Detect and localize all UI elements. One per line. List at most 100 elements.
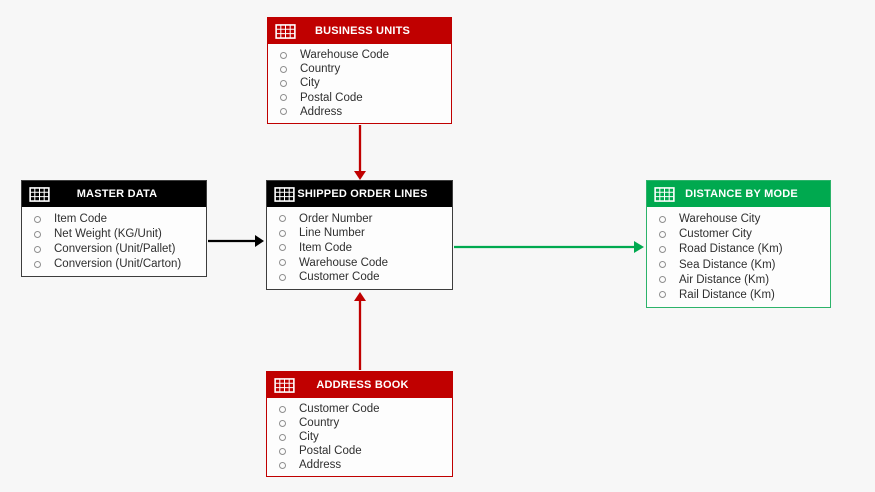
arrow-business-units-to-shipped-order-lines: [354, 125, 366, 180]
bullet-icon: [659, 230, 666, 238]
table-icon: [29, 186, 50, 202]
bullet-icon: [659, 245, 666, 253]
field-row: Warehouse City: [647, 213, 830, 225]
entity-field-list: Customer Code Country City Postal Code A…: [267, 398, 452, 476]
arrow-address-book-to-shipped-order-lines: [354, 292, 366, 370]
bullet-icon: [280, 65, 287, 73]
field-label: Item Code: [299, 241, 353, 254]
field-row: Air Distance (Km): [647, 274, 830, 286]
field-label: Address: [300, 105, 343, 118]
bullet-icon: [280, 79, 287, 87]
field-label: Conversion (Unit/Pallet): [54, 243, 176, 255]
field-label: Item Code: [54, 213, 108, 225]
bullet-icon: [279, 405, 286, 413]
bullet-icon: [279, 419, 286, 427]
field-row: Address: [268, 106, 451, 118]
bullet-icon: [279, 433, 286, 441]
arrow-master-data-to-shipped-order-lines: [208, 235, 264, 247]
field-label: Postal Code: [299, 445, 362, 457]
field-label: Customer City: [679, 228, 752, 241]
entity-address-book: ADDRESS BOOK Customer Code Country City …: [266, 371, 453, 477]
entity-title: SHIPPED ORDER LINES: [297, 188, 428, 200]
field-label: Air Distance (Km): [679, 273, 770, 286]
entity-title: DISTANCE BY MODE: [685, 188, 798, 200]
table-icon: [654, 186, 675, 202]
field-row: Line Number: [267, 227, 452, 239]
entity-shipped-order-lines: SHIPPED ORDER LINES Order Number Line Nu…: [266, 180, 453, 290]
bullet-icon: [279, 259, 286, 267]
entity-business-units: BUSINESS UNITS Warehouse Code Country Ci…: [267, 17, 452, 124]
entity-title: BUSINESS UNITS: [314, 25, 411, 37]
table-icon: [274, 186, 295, 202]
field-row: Item Code: [22, 213, 206, 225]
field-row: Warehouse Code: [267, 257, 452, 269]
field-row: Country: [268, 63, 451, 75]
field-row: Customer Code: [267, 403, 452, 415]
field-row: Customer City: [647, 228, 830, 240]
entity-master-data: MASTER DATA Item Code Net Weight (KG/Uni…: [21, 180, 207, 277]
field-row: Address: [267, 459, 452, 471]
field-label: Conversion (Unit/Carton): [54, 258, 182, 270]
entity-header: ADDRESS BOOK: [267, 372, 452, 398]
bullet-icon: [280, 94, 287, 102]
field-label: Customer Code: [299, 271, 380, 284]
bullet-icon: [279, 215, 286, 223]
entity-header: DISTANCE BY MODE: [647, 181, 830, 207]
field-label: Country: [299, 417, 340, 429]
table-icon: [275, 23, 296, 39]
field-row: Order Number: [267, 213, 452, 225]
bullet-icon: [34, 260, 41, 268]
field-label: Order Number: [299, 212, 373, 225]
field-row: City: [268, 77, 451, 89]
field-label: City: [300, 77, 320, 90]
field-label: Postal Code: [300, 91, 363, 104]
field-row: Customer Code: [267, 271, 452, 283]
field-label: Sea Distance (Km): [679, 258, 776, 271]
bullet-icon: [34, 215, 41, 223]
field-row: City: [267, 431, 452, 443]
entity-header: BUSINESS UNITS: [268, 18, 451, 44]
bullet-icon: [34, 230, 41, 238]
bullet-icon: [280, 51, 287, 59]
bullet-icon: [279, 273, 286, 281]
bullet-icon: [659, 276, 666, 284]
field-label: Line Number: [299, 227, 365, 240]
bullet-icon: [279, 461, 286, 469]
field-label: Country: [300, 63, 341, 76]
field-row: Postal Code: [267, 445, 452, 457]
field-label: Rail Distance (Km): [679, 288, 775, 301]
entity-distance-by-mode: DISTANCE BY MODE Warehouse City Customer…: [646, 180, 831, 308]
field-row: Net Weight (KG/Unit): [22, 228, 206, 240]
entity-title: ADDRESS BOOK: [316, 379, 409, 391]
field-label: Road Distance (Km): [679, 243, 783, 256]
bullet-icon: [279, 447, 286, 455]
table-icon: [274, 377, 295, 393]
field-label: Warehouse Code: [299, 256, 389, 269]
bullet-icon: [279, 229, 286, 237]
arrow-shipped-order-lines-to-distance-by-mode: [454, 241, 644, 253]
entity-field-list: Warehouse City Customer City Road Distan…: [647, 207, 830, 307]
field-row: Conversion (Unit/Carton): [22, 258, 206, 270]
field-row: Country: [267, 417, 452, 429]
field-label: Customer Code: [299, 403, 380, 415]
entity-header: MASTER DATA: [22, 181, 206, 207]
field-label: City: [299, 431, 319, 443]
bullet-icon: [659, 291, 666, 299]
field-row: Warehouse Code: [268, 49, 451, 61]
entity-field-list: Item Code Net Weight (KG/Unit) Conversio…: [22, 207, 206, 276]
field-row: Sea Distance (Km): [647, 259, 830, 271]
field-row: Road Distance (Km): [647, 243, 830, 255]
field-row: Item Code: [267, 242, 452, 254]
field-row: Postal Code: [268, 92, 451, 104]
field-label: Net Weight (KG/Unit): [54, 228, 162, 240]
entity-field-list: Order Number Line Number Item Code Wareh…: [267, 207, 452, 289]
field-label: Address: [299, 459, 342, 471]
bullet-icon: [659, 261, 666, 269]
field-label: Warehouse City: [679, 213, 761, 226]
field-label: Warehouse Code: [300, 49, 390, 62]
bullet-icon: [34, 245, 41, 253]
entity-field-list: Warehouse Code Country City Postal Code …: [268, 44, 451, 123]
field-row: Conversion (Unit/Pallet): [22, 243, 206, 255]
bullet-icon: [280, 108, 287, 116]
